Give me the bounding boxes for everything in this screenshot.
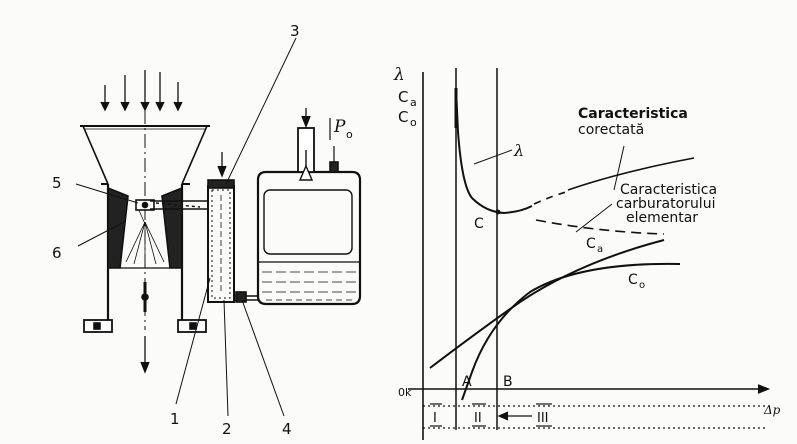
float-chamber-inlet <box>297 108 315 181</box>
characteristic-chart: λ C a C o 0k Δp A B C I II III λ C a C o… <box>393 65 781 440</box>
float-chamber <box>256 170 362 306</box>
curve-label-co: C <box>628 272 638 288</box>
curve-label-ca-sub: a <box>597 244 603 255</box>
fuel-pipe <box>150 200 208 210</box>
well-air-arrow <box>217 152 227 178</box>
y-axis-label-co: C <box>398 108 408 126</box>
y-axis-label-ca-sub: a <box>410 96 417 109</box>
annotation-corrected-line1: Caracteristica <box>578 106 688 122</box>
curve-label-co-sub: o <box>639 280 645 291</box>
zone-iii-label: III <box>537 411 549 426</box>
point-c-marker <box>495 209 501 215</box>
base-flange <box>83 319 207 333</box>
zone-strip <box>423 403 765 429</box>
annotation-elementary-line2: carburatorului <box>616 196 715 212</box>
x-axis-label: Δp <box>763 403 781 417</box>
throttle-valve <box>141 282 149 312</box>
y-axis-labels: λ C a C o <box>393 65 417 129</box>
annotation-elementary-line3: elementar <box>626 210 698 226</box>
pressure-label: P o <box>329 117 353 141</box>
corrected-characteristic-curve <box>567 157 695 191</box>
lambda-curve <box>455 87 533 215</box>
y-axis-label-lambda: λ <box>393 65 405 85</box>
point-c-label: C <box>474 216 484 232</box>
point-b-label: B <box>503 374 513 390</box>
point-a-label: A <box>462 374 472 390</box>
ca-curve <box>429 239 665 369</box>
origin-label: 0k <box>398 386 412 399</box>
annotation-corrected: Caracteristica corectată <box>578 106 688 138</box>
zone-i-label: I <box>433 411 437 426</box>
curve-label-lambda: λ <box>513 141 524 160</box>
callout-4: 4 <box>282 420 292 438</box>
float-chamber-vent <box>329 161 339 173</box>
callout-2: 2 <box>222 420 232 438</box>
fuel-well <box>207 179 235 303</box>
lambda-curve-dashed <box>533 191 567 205</box>
carburetor-schematic <box>75 37 362 417</box>
bottom-connector <box>234 291 258 303</box>
zone-ii-label: II <box>474 411 482 426</box>
mixture-outflow-arrow <box>140 336 150 374</box>
annotation-elementary-line1: Caracteristica <box>620 182 717 198</box>
air-inflow-arrows <box>100 70 183 112</box>
venturi-diffuser <box>107 186 183 269</box>
callout-3: 3 <box>290 22 300 40</box>
annotation-elementary: Caracteristica carburatorului elementar <box>616 182 717 226</box>
co-curve <box>461 262 681 401</box>
zone-boundaries <box>455 68 498 430</box>
annotation-corrected-line2: corectată <box>578 122 644 138</box>
callout-1: 1 <box>170 410 180 428</box>
callout-5: 5 <box>52 174 62 192</box>
callout-labels: 1 2 3 4 5 6 <box>52 22 300 438</box>
elementary-characteristic-curve <box>535 219 665 235</box>
callout-leaders <box>75 37 297 417</box>
curve-label-ca: C <box>586 236 596 252</box>
callout-6: 6 <box>52 244 62 262</box>
pressure-label-sub: o <box>346 128 353 141</box>
pressure-label-main: P <box>333 117 346 137</box>
annotation-leaders <box>473 145 625 233</box>
y-axis-label-co-sub: o <box>410 116 417 129</box>
y-axis-label-ca: C <box>398 88 408 106</box>
chart-curves <box>429 87 695 401</box>
chart-axes <box>408 72 771 440</box>
